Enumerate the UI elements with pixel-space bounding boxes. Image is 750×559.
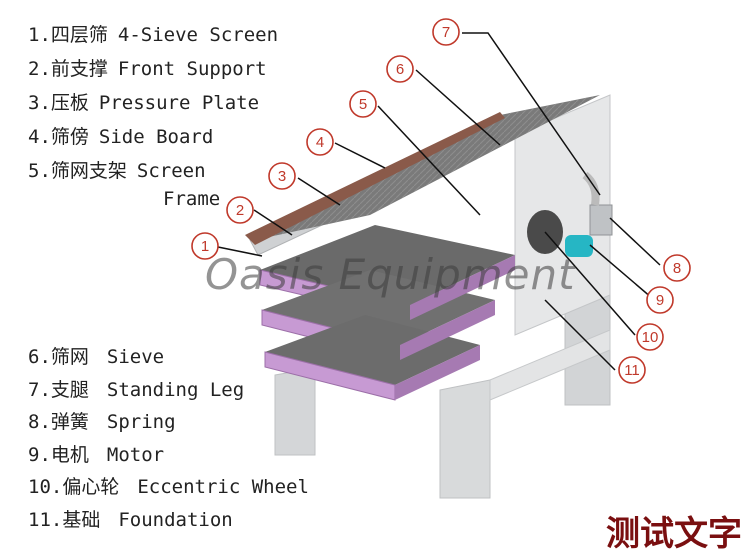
callout-circle xyxy=(663,254,691,282)
legend-number: 4. xyxy=(28,126,51,148)
legend-en-label: 4-Sieve Screen xyxy=(117,24,279,46)
callout-circle xyxy=(646,286,674,314)
legend-cn-label: 压板 xyxy=(50,92,89,114)
callout-number: 3 xyxy=(278,168,286,185)
legend-cn-label: 支腿 xyxy=(50,378,89,401)
legend-number: 11. xyxy=(28,508,63,531)
legend-item: 5.筛网支架 Screen xyxy=(28,162,206,181)
legend-en-label: Foundation xyxy=(118,508,233,531)
legend-en-label: Eccentric Wheel xyxy=(137,476,309,498)
legend-item: 6.筛网 Sieve xyxy=(28,348,164,367)
legend-cn-label: 筛网 xyxy=(50,346,89,368)
legend-number: 3. xyxy=(28,92,51,114)
legend-cn-label: 筛网支架 xyxy=(50,160,127,182)
legend-item: 7.支腿 Standing Leg xyxy=(28,378,245,401)
legend-en-label: Motor xyxy=(106,443,165,466)
legend-en-label: Side Board xyxy=(98,126,214,148)
callout-circle xyxy=(432,18,460,46)
legend-en-label: Front Support xyxy=(117,58,267,80)
legend-cn-label: 四层筛 xyxy=(50,24,108,46)
legend-number: 1. xyxy=(28,24,51,46)
motor-icon xyxy=(565,235,593,257)
callout-number: 10 xyxy=(642,329,659,346)
callout-number: 7 xyxy=(442,24,450,41)
legend-number: 9. xyxy=(28,443,51,466)
legend-number: 2. xyxy=(28,58,51,80)
legend-en-label: Sieve xyxy=(106,346,165,368)
callout-number: 6 xyxy=(396,61,404,78)
legend-item: 10.偏心轮 Eccentric Wheel xyxy=(28,478,309,497)
legend-number: 6. xyxy=(28,346,51,368)
legend-number: 8. xyxy=(28,411,51,433)
legend-item: 4.筛傍 Side Board xyxy=(28,128,213,147)
corner-text: 测试文字 xyxy=(606,514,742,554)
callout-number: 1 xyxy=(201,238,209,255)
callout-circle xyxy=(191,232,219,260)
legend-cn-label: 弹簧 xyxy=(50,411,89,433)
legend-continuation: Frame xyxy=(163,188,221,210)
legend-cn-label: 电机 xyxy=(50,443,89,466)
legend-cn-label: 筛傍 xyxy=(50,126,89,148)
legend-cn-label: 偏心轮 xyxy=(62,476,120,498)
sieve-decks-lower xyxy=(259,225,515,401)
legend-number: 7. xyxy=(28,378,51,401)
callout-number: 2 xyxy=(236,202,244,219)
leader-lines xyxy=(217,32,661,371)
callout-circle xyxy=(226,196,254,224)
legend-item: 1.四层筛 4-Sieve Screen xyxy=(28,26,278,45)
legend-item: 3.压板 Pressure Plate xyxy=(28,94,259,113)
legend-en-label: Pressure Plate xyxy=(98,92,260,114)
legend-en-label: Spring xyxy=(106,411,176,433)
legend-item: 8.弹簧 Spring xyxy=(28,413,176,432)
legend-en-label: Standing Leg xyxy=(106,378,245,401)
legend-item: 9.电机 Motor xyxy=(28,443,165,466)
legend-item: 11.基础 Foundation xyxy=(28,508,233,531)
callout-circle xyxy=(306,128,334,156)
callout-number: 8 xyxy=(673,260,681,277)
sieve-deck-top xyxy=(245,95,600,245)
callout-circle xyxy=(268,162,296,190)
callout-number: 9 xyxy=(656,292,664,309)
legend-en-label: Screen xyxy=(136,160,206,182)
watermark: Oasis Equipment xyxy=(205,250,576,299)
legend-cn-label: 前支撑 xyxy=(50,58,108,80)
callout-circle xyxy=(386,55,414,83)
callout-circle xyxy=(618,356,646,384)
callout-number: 4 xyxy=(316,134,324,151)
callout-circle xyxy=(636,323,664,351)
legend-number: 5. xyxy=(28,160,51,182)
callout-circle xyxy=(349,90,377,118)
legend-item: 2.前支撑 Front Support xyxy=(28,60,267,79)
legend-number: 10. xyxy=(28,476,63,498)
callout-number: 11 xyxy=(624,362,640,379)
callout-number: 5 xyxy=(359,96,367,113)
legend-cn-label: 基础 xyxy=(62,508,101,531)
standing-legs xyxy=(274,287,611,499)
